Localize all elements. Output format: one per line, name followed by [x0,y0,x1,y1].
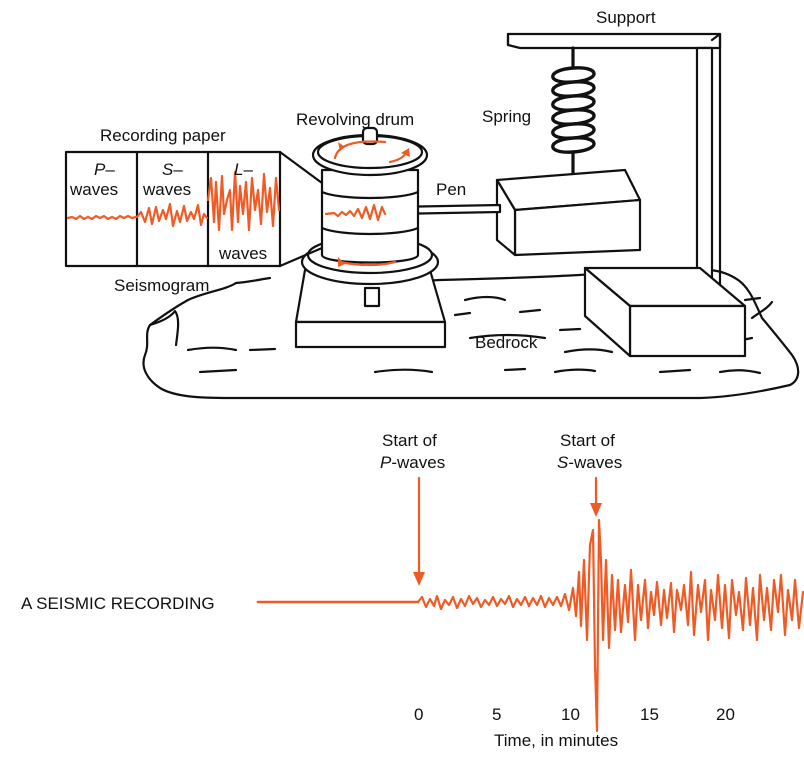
panel-s-waves: waves [142,180,191,199]
paper-trace-s [135,202,209,228]
paper-trace-p [66,214,138,221]
tick-20: 20 [716,705,735,724]
axis-label: Time, in minutes [494,731,618,750]
revolving-drum [300,126,440,286]
seismic-trace [416,518,804,733]
label-seismogram: Seismogram [114,276,209,295]
panel-s-label: S– [162,160,183,179]
tick-5: 5 [492,705,501,724]
callout-line-bottom [278,246,324,268]
recording-paper [64,150,282,268]
drum-base [294,268,447,349]
s-marker-line1: Start of [560,431,615,450]
s-marker-line2: S-waves [557,453,622,472]
spring [551,46,596,182]
label-recording-paper: Recording paper [100,126,226,145]
support-frame [506,32,747,358]
support-arm [506,32,722,50]
tick-0: 0 [414,705,423,724]
weight-mass [495,168,642,257]
recording-title: A SEISMIC RECORDING [21,594,215,613]
tick-10: 10 [561,705,580,724]
tick-15: 15 [640,705,659,724]
seismic-recording: A SEISMIC RECORDING Start of P-waves Sta… [21,431,804,750]
label-bedrock: Bedrock [475,333,538,352]
p-marker-line1: Start of [382,431,437,450]
label-spring: Spring [482,107,531,126]
label-revolving-drum: Revolving drum [296,110,414,129]
p-marker-line2: P-waves [380,453,445,472]
label-pen: Pen [436,180,466,199]
callout-line-top [278,150,324,185]
panel-p-label: P– [94,160,115,179]
panel-l-label: L– [234,160,253,179]
panel-p-waves: waves [69,180,118,199]
panel-l-waves: waves [218,244,267,263]
paper-trace-l [206,170,281,232]
support-post [695,46,714,307]
label-support: Support [596,8,656,27]
